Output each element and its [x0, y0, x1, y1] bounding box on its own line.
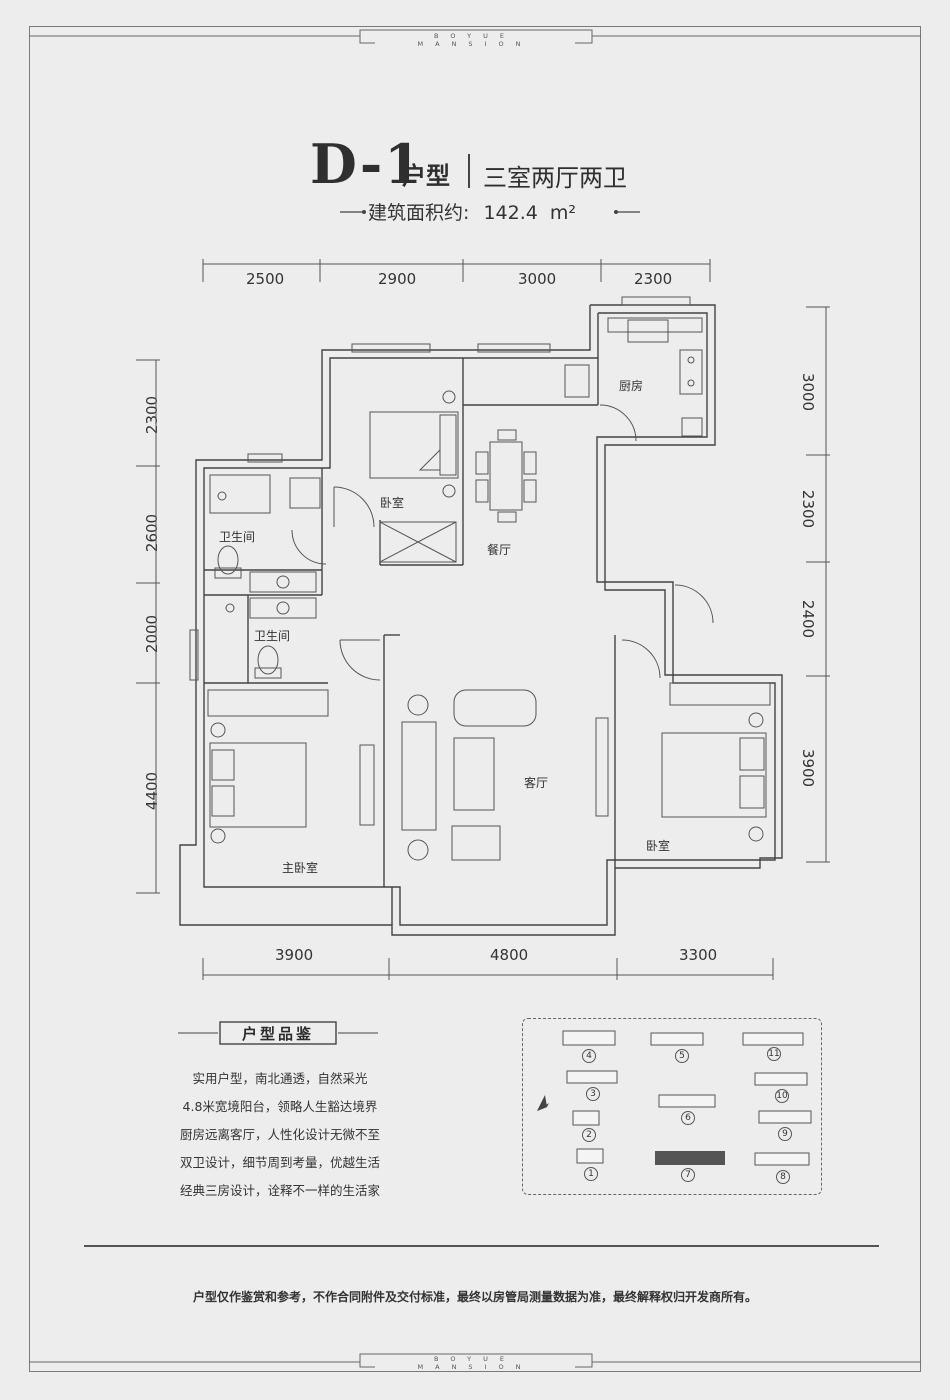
footer-separator	[84, 1245, 879, 1247]
room-bedroom-east: 卧室	[646, 839, 671, 853]
plan-title: D-1 户型 三室两厅两卫	[310, 132, 710, 196]
building-8: 8	[776, 1170, 790, 1184]
brand-top: BOYUE MANSION	[375, 32, 575, 48]
plan-type-word: 户型	[402, 161, 450, 190]
title-divider	[468, 154, 470, 188]
disclaimer: 户型仅作鉴赏和参考，不作合同附件及交付标准，最终以房管局测量数据为准，最终解释权…	[192, 1290, 757, 1304]
dim-top-1: 2500	[246, 270, 285, 288]
brand-bottom: BOYUE MANSION	[375, 1355, 575, 1371]
room-dining: 餐厅	[487, 543, 512, 557]
building-7: 7	[681, 1168, 695, 1182]
area-rule	[340, 210, 640, 214]
appreciation-ornament	[178, 1021, 378, 1045]
area-value: 142.4	[483, 202, 538, 224]
building-4: 4	[582, 1049, 596, 1063]
dim-top-4: 2300	[634, 270, 673, 288]
appreciation-line-3: 厨房远离客厅，人性化设计无微不至	[179, 1127, 380, 1142]
building-5: 5	[675, 1049, 689, 1063]
appreciation-line-2: 4.8米宽境阳台，领略人生豁达境界	[182, 1099, 378, 1114]
area-line: 建筑面积约: 142.4 m²	[340, 198, 640, 228]
site-map-buildings	[537, 1030, 812, 1166]
room-master: 主卧室	[282, 861, 319, 875]
plan-layout: 三室两厅两卫	[483, 164, 627, 192]
building-2: 2	[582, 1128, 596, 1142]
building-10: 10	[775, 1089, 789, 1103]
dim-bottom-1: 3900	[275, 946, 314, 964]
room-bedroom-north: 卧室	[380, 496, 405, 510]
area-unit: m²	[549, 202, 577, 224]
building-9: 9	[778, 1127, 792, 1141]
building-3: 3	[586, 1087, 600, 1101]
area-label: 建筑面积约:	[368, 202, 470, 224]
building-1: 1	[584, 1167, 598, 1181]
room-kitchen: 厨房	[619, 379, 644, 393]
dim-top-3: 3000	[518, 270, 557, 288]
floor-plan	[136, 259, 830, 980]
building-6: 6	[681, 1111, 695, 1125]
appreciation-title: 户型品鉴	[178, 1020, 378, 1046]
dim-top-2: 2900	[378, 270, 417, 288]
appreciation-line-1: 实用户型，南北通透，自然采光	[192, 1071, 368, 1086]
appreciation-line-4: 双卫设计，细节周到考量，优越生活	[179, 1155, 380, 1170]
dim-bottom-2: 4800	[490, 946, 529, 964]
building-11: 11	[767, 1047, 781, 1061]
plan-code: D-1	[310, 132, 424, 196]
room-living: 客厅	[524, 776, 549, 790]
site-map: 4 5 11 3 10 6 2 9 1 7 8	[522, 1018, 822, 1195]
appreciation-line-5: 经典三房设计，诠释不一样的生活家	[179, 1183, 380, 1198]
dim-bottom-3: 3300	[679, 946, 718, 964]
room-bath-1: 卫生间	[219, 530, 256, 544]
page-frame	[29, 26, 921, 1372]
area-text: 建筑面积约: 142.4 m²	[368, 198, 576, 225]
appreciation-title-text: 户型品鉴	[241, 1025, 314, 1043]
room-bath-2: 卫生间	[254, 629, 291, 643]
